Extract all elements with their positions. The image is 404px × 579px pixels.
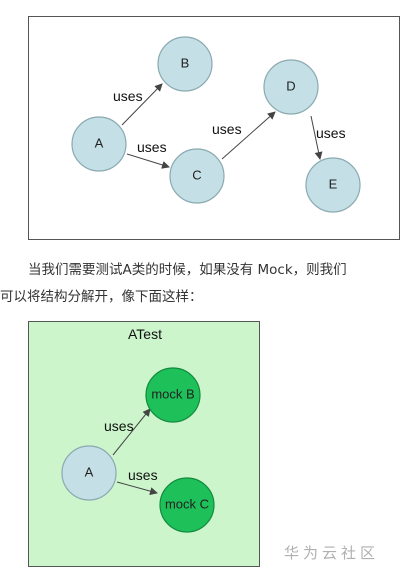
svg-text:A: A — [85, 464, 94, 479]
node-mock-c: mock C — [159, 477, 215, 533]
svg-text:mock C: mock C — [165, 496, 209, 511]
edge-label: uses — [104, 418, 134, 434]
edge-a-c: uses — [126, 139, 170, 169]
paragraph-line-1: 当我们需要测试A类的时候，如果没有 Mock，则我们 — [28, 262, 347, 278]
node-a: A — [71, 116, 127, 172]
edge-a-b: uses — [113, 83, 163, 126]
edge-d-e: uses — [310, 115, 346, 160]
watermark: 华为云社区 — [284, 544, 380, 562]
node-b: B — [157, 36, 213, 92]
edge-label: uses — [212, 121, 242, 137]
svg-text:B: B — [181, 55, 190, 70]
edge-c-d: uses — [212, 111, 276, 160]
svg-text:mock B: mock B — [151, 386, 194, 401]
diagram-title: ATest — [128, 326, 162, 342]
svg-text:C: C — [192, 167, 201, 182]
edge-label: uses — [113, 88, 143, 104]
test-diagram: ATest uses uses A mock B mock C — [28, 321, 260, 567]
svg-text:E: E — [329, 176, 338, 191]
edge-a-mock-b: uses — [104, 408, 151, 456]
dependency-diagram: uses uses uses uses A B C D — [28, 16, 400, 240]
edge-label: uses — [316, 125, 346, 141]
edge-a-mock-c: uses — [116, 467, 158, 496]
edge-label: uses — [128, 467, 158, 483]
svg-text:D: D — [286, 78, 295, 93]
node-mock-b: mock B — [145, 367, 201, 423]
node-d: D — [263, 59, 319, 115]
paragraph-line-2: 可以将结构分解开，像下面这样： — [0, 289, 203, 305]
node-e: E — [305, 157, 361, 213]
edge-label: uses — [137, 139, 167, 155]
node-a: A — [61, 445, 117, 501]
svg-text:A: A — [95, 135, 104, 150]
node-c: C — [169, 148, 225, 204]
